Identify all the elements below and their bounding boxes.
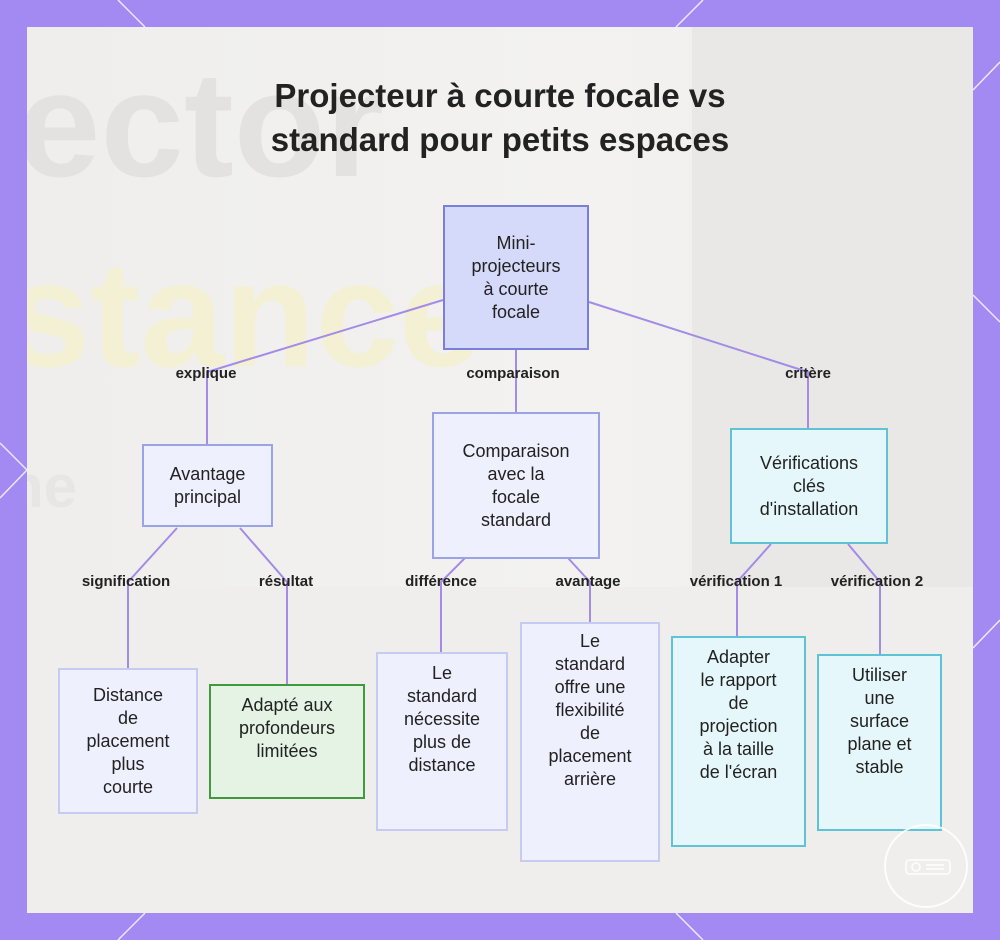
edge-label-resultat: résultat	[258, 573, 314, 590]
edge-resultat	[239, 527, 288, 684]
edge-label-critere: critère	[785, 365, 831, 382]
edge-signification	[127, 527, 178, 668]
edge-explique	[206, 299, 444, 444]
title-line-1: Projecteur à courte focale vs	[274, 77, 726, 114]
edge-label-explique: explique	[175, 365, 237, 382]
diagram-title: Projecteur à courte focale vs standard p…	[0, 74, 1000, 162]
title-line-2: standard pour petits espaces	[270, 121, 730, 158]
edge-verification2	[847, 543, 881, 654]
edge-verification1	[736, 543, 772, 636]
edge-label-difference: différence	[405, 573, 477, 590]
edge-label-comparaison: comparaison	[466, 365, 560, 382]
edge-label-avantage: avantage	[555, 573, 621, 590]
edge-label-verification1: vérification 1	[689, 573, 783, 590]
edge-difference	[440, 557, 466, 652]
edge-avantage	[567, 557, 591, 622]
edge-label-signification: signification	[81, 573, 171, 590]
background-word-1: ector	[27, 40, 384, 208]
projector-logo-icon	[884, 824, 968, 908]
edge-label-verification2: vérification 2	[830, 573, 924, 590]
edge-critere	[588, 301, 809, 428]
background-word-2: stance	[27, 230, 483, 398]
background-word-3: ne	[27, 453, 78, 520]
